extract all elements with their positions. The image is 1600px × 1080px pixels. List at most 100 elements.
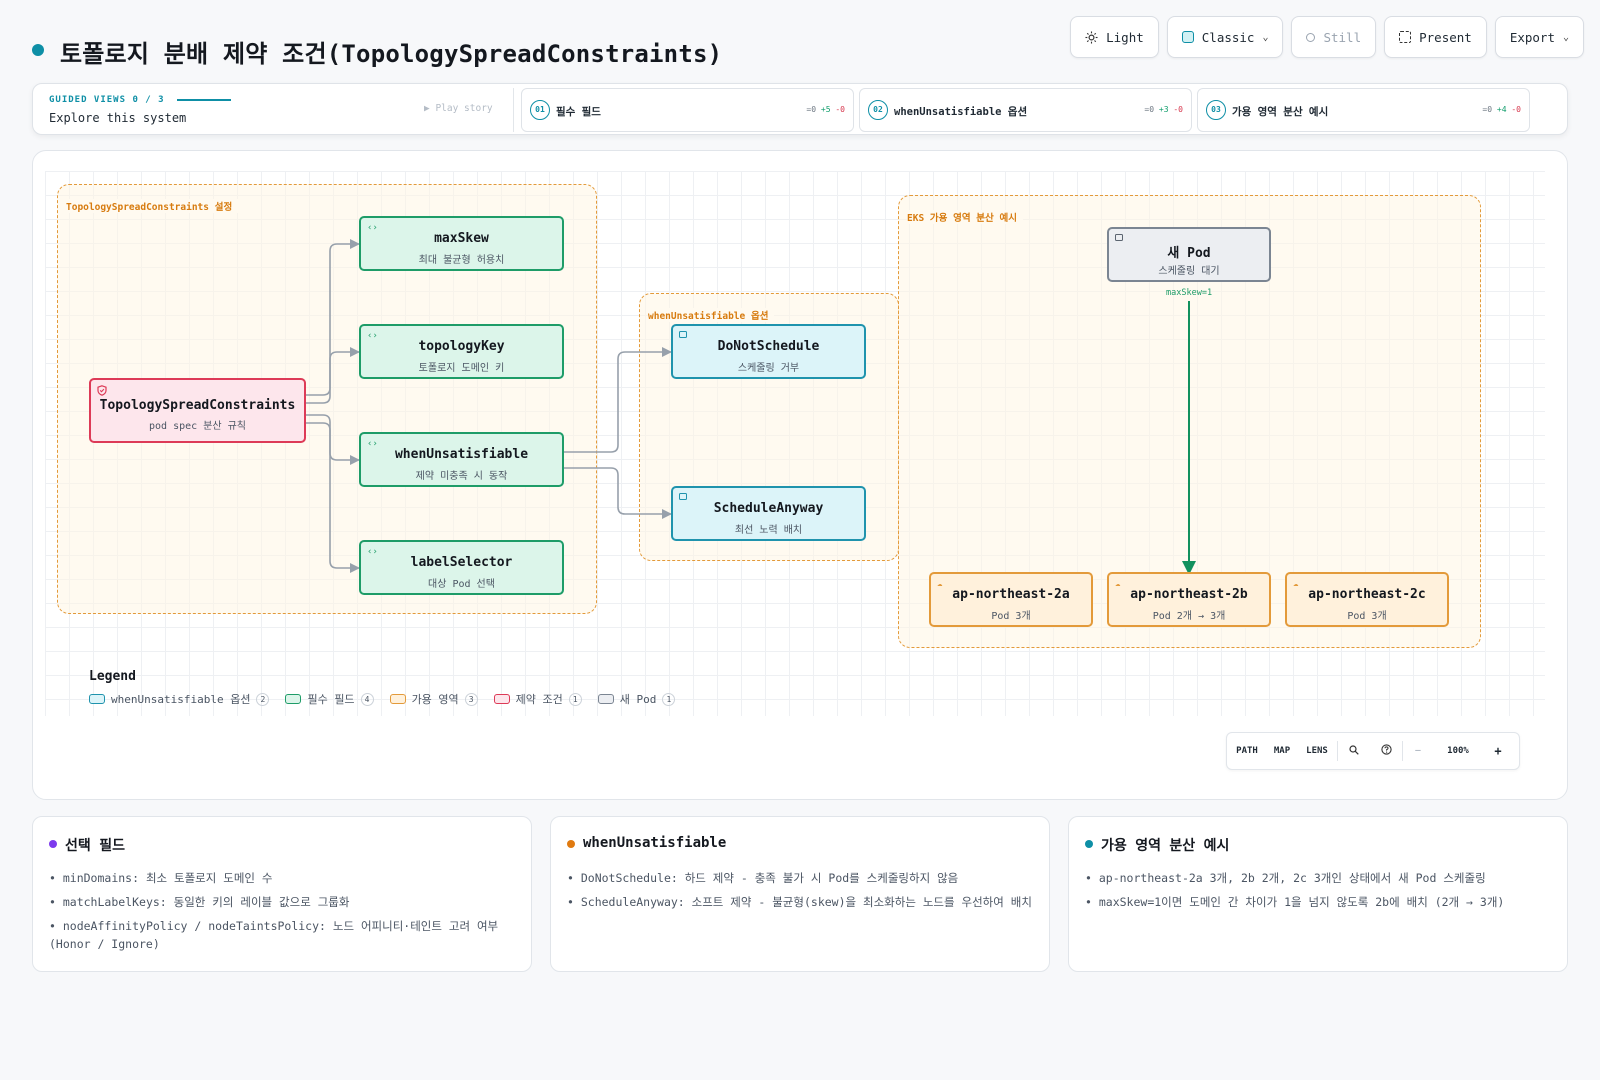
cloud-icon: ☁ [1293, 579, 1299, 589]
group-label: whenUnsatisfiable 옵션 [648, 308, 775, 322]
help-button[interactable] [1370, 744, 1402, 758]
title-dot [32, 44, 44, 56]
step-number: 02 [868, 100, 888, 120]
guided-step-3[interactable]: 03 가용 영역 분산 예시 =0 +4 -0 [1197, 88, 1530, 132]
node-title: labelSelector [410, 555, 513, 570]
legend-swatch [597, 694, 614, 704]
info-card-az-example: 가용 영역 분산 예시 ap-northeast-2a 3개, 2b 2개, 2… [1068, 816, 1568, 972]
node-az-2b[interactable]: ☁ ap-northeast-2b Pod 2개 → 3개 [1107, 572, 1271, 627]
still-toggle[interactable]: Still [1291, 16, 1377, 58]
legend-item-constraint[interactable]: 제약 조건 1 [493, 691, 582, 707]
node-topologyspreadconstraints[interactable]: TopologySpreadConstraints pod spec 분산 규칙 [89, 378, 306, 443]
legend-item-required-fields[interactable]: 필수 필드 4 [285, 691, 374, 707]
node-new-pod[interactable]: 새 Pod 스케줄링 대기 [1107, 227, 1271, 282]
card-list: minDomains: 최소 토폴로지 도메인 수 matchLabelKeys… [49, 869, 515, 959]
step-label: 가용 영역 분산 예시 [1232, 106, 1329, 118]
page-title: 토폴로지 분배 제약 조건(TopologySpreadConstraints) [60, 40, 723, 68]
present-label: Present [1419, 29, 1472, 45]
node-scheduleanyway[interactable]: ScheduleAnyway 최선 노력 배치 [671, 486, 866, 541]
window-icon [679, 493, 690, 504]
node-subtitle: 대상 Pod 선택 [428, 579, 495, 590]
card-title: whenUnsatisfiable [583, 835, 727, 851]
list-item: DoNotSchedule: 하드 제약 - 충족 불가 시 Pod를 스케줄링… [567, 869, 1033, 887]
guided-step-1[interactable]: 01 필수 필드 =0 +5 -0 [521, 88, 854, 132]
edge-root-whenunsatisfiable [306, 414, 360, 465]
zoom-in-button[interactable]: + [1494, 744, 1502, 758]
chevron-down-icon: ⌄ [1262, 31, 1269, 43]
node-subtitle: Pod 3개 [1347, 611, 1387, 622]
list-item: minDomains: 최소 토폴로지 도메인 수 [49, 869, 515, 887]
legend-count: 3 [464, 692, 478, 706]
node-title: whenUnsatisfiable [394, 447, 529, 462]
code-icon: ‹› [367, 439, 378, 449]
code-icon: ‹› [367, 331, 378, 341]
search-icon [1349, 744, 1359, 755]
card-list: ap-northeast-2a 3개, 2b 2개, 2c 3개인 상태에서 새… [1085, 869, 1551, 917]
step-number: 03 [1206, 100, 1226, 120]
cloud-icon: ☁ [937, 579, 943, 589]
legend-swatch [389, 694, 406, 704]
present-button[interactable]: Present [1384, 16, 1487, 58]
node-subtitle: Pod 3개 [991, 611, 1031, 622]
legend-swatch [89, 694, 105, 704]
node-topologykey[interactable]: ‹› topologyKey 토폴로지 도메인 키 [359, 324, 564, 379]
card-dot [567, 840, 575, 848]
node-subtitle: 최선 노력 배치 [734, 525, 803, 536]
node-title: ap-northeast-2c [1308, 587, 1426, 602]
legend-count: 4 [360, 692, 374, 706]
lens-mode-button[interactable]: LENS [1306, 746, 1328, 756]
style-swatch-icon [1181, 31, 1194, 43]
legend-count: 1 [662, 692, 676, 706]
node-subtitle: pod spec 분산 규칙 [148, 421, 246, 432]
divider [513, 88, 514, 132]
list-item: nodeAffinityPolicy / nodeTaintsPolicy: 노… [49, 917, 515, 953]
step-number: 01 [530, 100, 550, 120]
path-mode-button[interactable]: PATH [1236, 746, 1258, 756]
node-whenunsatisfiable[interactable]: ‹› whenUnsatisfiable 제약 미충족 시 동작 [359, 432, 564, 487]
edge-root-topologykey [306, 347, 360, 404]
code-icon: ‹› [367, 547, 378, 557]
light-theme-button[interactable]: Light [1070, 16, 1159, 58]
legend: whenUnsatisfiable 옵션 2 필수 필드 4 가용 영역 3 제… [89, 691, 676, 707]
legend-count: 2 [256, 692, 270, 706]
info-card-optional-fields: 선택 필드 minDomains: 최소 토폴로지 도메인 수 matchLab… [32, 816, 532, 972]
export-dropdown[interactable]: Export ⌄ [1494, 16, 1584, 58]
legend-item-options[interactable]: whenUnsatisfiable 옵션 2 [89, 691, 270, 707]
legend-item-az[interactable]: 가용 영역 3 [389, 691, 478, 707]
node-donotschedule[interactable]: DoNotSchedule 스케줄링 거부 [671, 324, 866, 379]
search-button[interactable] [1338, 744, 1370, 758]
zoom-level: 100% [1447, 746, 1469, 756]
node-az-2a[interactable]: ☁ ap-northeast-2a Pod 3개 [929, 572, 1093, 627]
list-item: ScheduleAnyway: 소프트 제약 - 불균형(skew)을 최소화하… [567, 893, 1033, 911]
node-subtitle: 최대 불균형 허용치 [418, 255, 505, 266]
node-labelselector[interactable]: ‹› labelSelector 대상 Pod 선택 [359, 540, 564, 595]
card-dot [1085, 840, 1093, 848]
edge-root-labelselector [306, 422, 360, 573]
node-maxskew[interactable]: ‹› maxSkew 최대 불균형 허용치 [359, 216, 564, 271]
legend-label: whenUnsatisfiable 옵션 [111, 693, 251, 706]
step-label: whenUnsatisfiable 옵션 [894, 106, 1028, 118]
node-subtitle: 제약 미충족 시 동작 [415, 471, 508, 482]
fullscreen-icon [1399, 31, 1412, 43]
node-az-2c[interactable]: ☁ ap-northeast-2c Pod 3개 [1285, 572, 1449, 627]
node-title: DoNotSchedule [717, 339, 820, 354]
edge-root-maxskew [306, 239, 360, 396]
zoom-out-button[interactable]: — [1415, 746, 1421, 756]
group-label: EKS 가용 영역 분산 예시 [907, 210, 1023, 224]
legend-item-new-pod[interactable]: 새 Pod 1 [597, 691, 676, 707]
legend-swatch [285, 694, 302, 704]
diagram-canvas[interactable]: TopologySpreadConstraints 설정 whenUnsatis… [32, 150, 1568, 800]
help-icon [1380, 744, 1392, 755]
play-story-button[interactable]: ▶ Play story [424, 103, 493, 114]
node-title: maxSkew [434, 231, 489, 246]
classic-style-dropdown[interactable]: Classic ⌄ [1166, 16, 1284, 58]
legend-count: 1 [568, 692, 582, 706]
guided-views-label: GUIDED VIEWS 0 / 3 [49, 95, 165, 105]
card-dot [49, 840, 57, 848]
guided-step-2[interactable]: 02 whenUnsatisfiable 옵션 =0 +3 -0 [859, 88, 1192, 132]
guided-views-bar: GUIDED VIEWS 0 / 3 Explore this system ▶… [32, 83, 1568, 135]
map-mode-button[interactable]: MAP [1273, 746, 1291, 756]
still-label: Still [1323, 29, 1362, 45]
node-subtitle: 스케줄링 대기 [1158, 266, 1220, 277]
circle-icon [1306, 32, 1316, 42]
